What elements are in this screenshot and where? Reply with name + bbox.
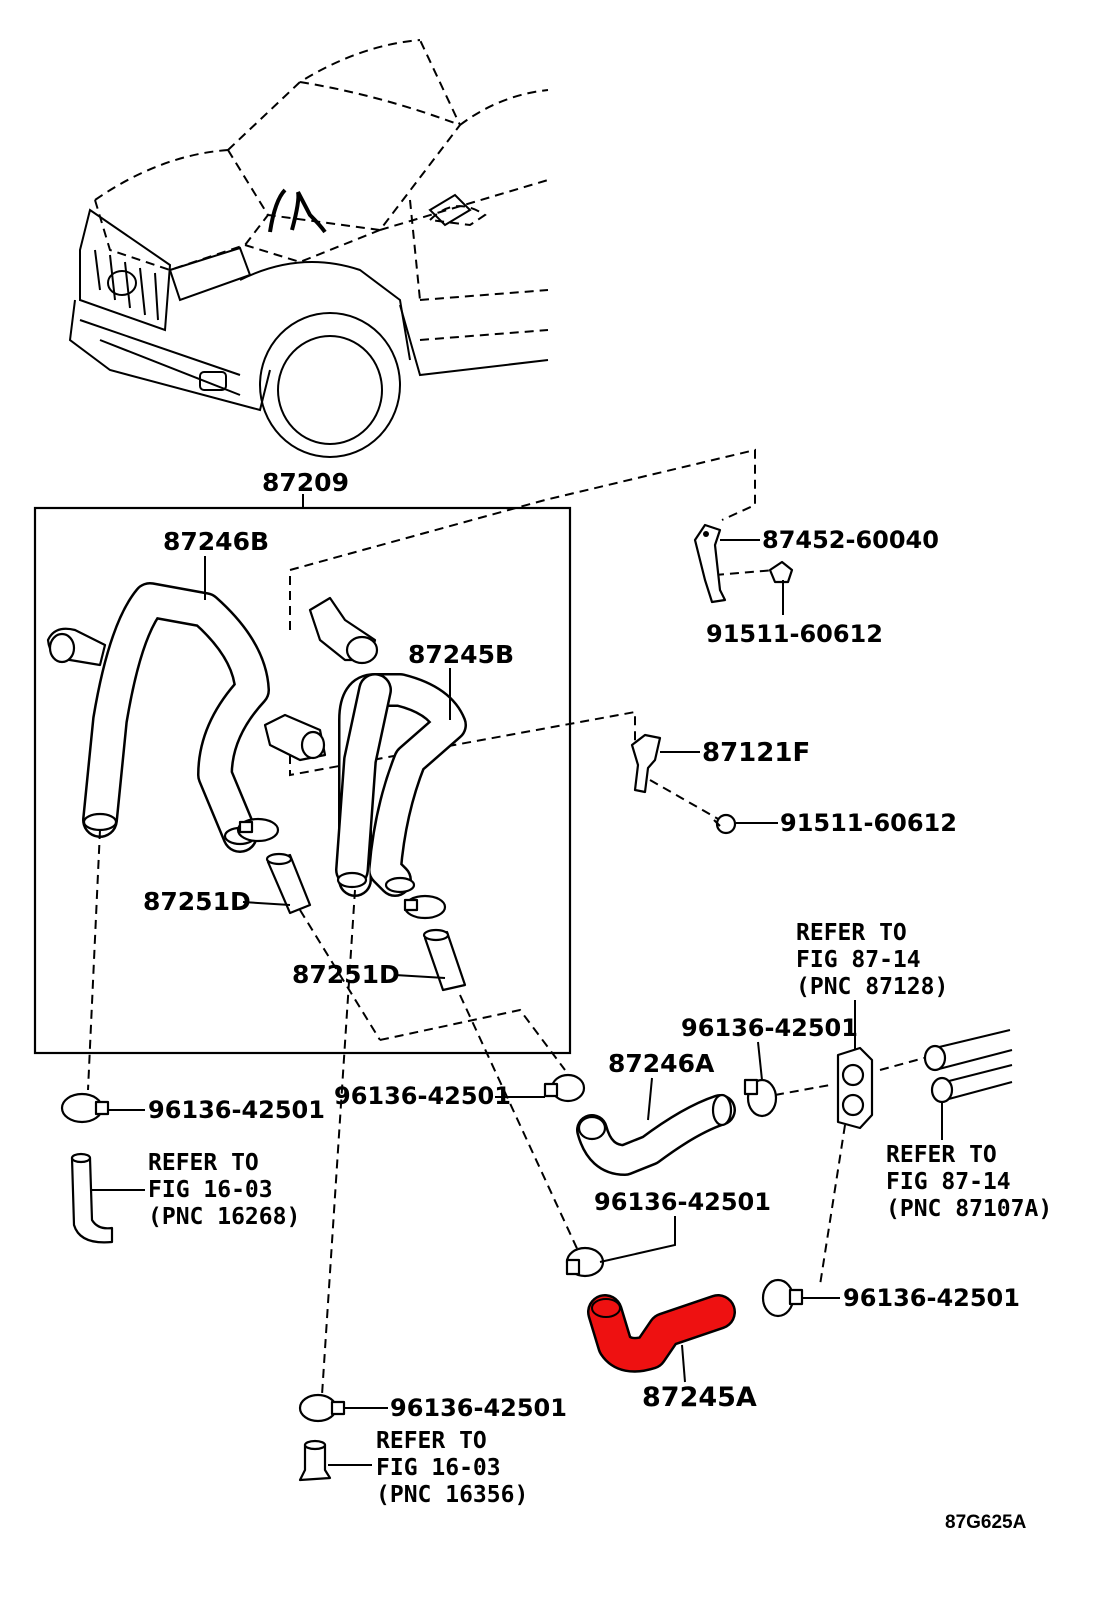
clamp-box-right-icon[interactable] xyxy=(403,894,447,920)
hose-87246b[interactable] xyxy=(82,582,270,853)
ref-87128-line2: FIG 87-14 xyxy=(796,947,921,973)
bolt-mid-label[interactable]: 91511-60612 xyxy=(780,809,957,837)
clip-middle-icon[interactable] xyxy=(263,713,327,762)
clamp-bottom-label[interactable]: 96136-42501 xyxy=(390,1394,567,1422)
heater-pipes-icon[interactable] xyxy=(923,1029,1013,1104)
clamp-box-left-icon[interactable] xyxy=(236,817,280,843)
clip-left-icon[interactable] xyxy=(46,627,107,667)
clamp-bottom-icon[interactable] xyxy=(298,1393,346,1423)
hose-87245b-label[interactable]: 87245B xyxy=(408,640,514,669)
ref-16268-line2: FIG 16-03 xyxy=(148,1177,273,1203)
reference-87107a[interactable]: REFER TO FIG 87-14 (PNC 87107A) xyxy=(886,1142,1052,1222)
assembly-label[interactable]: 87209 xyxy=(262,468,349,497)
clip-upper-center-icon[interactable] xyxy=(308,596,379,665)
hose-87245b[interactable] xyxy=(335,673,467,897)
ref-87128-line1: REFER TO xyxy=(796,920,907,946)
vehicle-illustration xyxy=(94,39,549,341)
pipe-87251d-left[interactable] xyxy=(265,852,312,915)
dotted-connection-lines xyxy=(87,829,581,1396)
reference-87128[interactable]: REFER TO FIG 87-14 (PNC 87128) xyxy=(796,920,948,1000)
ref-16268-line3: (PNC 16268) xyxy=(148,1204,300,1230)
hose-87246b-label[interactable]: 87246B xyxy=(163,527,269,556)
vehicle-outline xyxy=(68,188,549,458)
bolt-mid-icon[interactable] xyxy=(713,813,737,835)
assembly-87209-box xyxy=(33,506,572,1055)
bracket-87452-label[interactable]: 87452-60040 xyxy=(762,526,939,554)
clamp-lower-center-icon[interactable] xyxy=(565,1246,605,1278)
clamp-left-label[interactable]: 96136-42501 xyxy=(148,1096,325,1124)
bracket-87121f-icon[interactable] xyxy=(630,733,662,794)
clamp-top-right-icon[interactable] xyxy=(743,1078,778,1118)
ref-87107a-line3: (PNC 87107A) xyxy=(886,1196,1052,1222)
heater-connector-block-icon[interactable] xyxy=(836,1046,874,1130)
pipe-87251d-right[interactable] xyxy=(422,928,467,992)
bolt-top-icon[interactable] xyxy=(768,560,794,584)
ref-16356-line3: (PNC 16356) xyxy=(376,1482,528,1508)
diagram-code: 87G625A xyxy=(945,1512,1027,1533)
ref-87107a-line1: REFER TO xyxy=(886,1142,997,1168)
clamp-center-label[interactable]: 96136-42501 xyxy=(334,1082,511,1110)
bolt-top-label[interactable]: 91511-60612 xyxy=(706,620,883,648)
ref-87128-line3: (PNC 87128) xyxy=(796,974,948,1000)
clamp-top-right-label[interactable]: 96136-42501 xyxy=(681,1014,858,1042)
clamp-left-icon[interactable] xyxy=(60,1092,110,1124)
pipe-16356-icon[interactable] xyxy=(298,1439,332,1482)
clamp-lower-right-icon[interactable] xyxy=(761,1278,804,1318)
ref-87107a-line2: FIG 87-14 xyxy=(886,1169,1011,1195)
reference-16268[interactable]: REFER TO FIG 16-03 (PNC 16268) xyxy=(148,1150,300,1230)
reference-16356[interactable]: REFER TO FIG 16-03 (PNC 16356) xyxy=(376,1428,528,1508)
ref-16356-line2: FIG 16-03 xyxy=(376,1455,501,1481)
hose-87245a-highlighted[interactable] xyxy=(587,1294,736,1373)
pipe-87251d-left-label[interactable]: 87251D xyxy=(143,887,251,916)
hose-87246a[interactable] xyxy=(576,1093,736,1176)
clamp-lower-right-label[interactable]: 96136-42501 xyxy=(843,1284,1020,1312)
ref-16356-line1: REFER TO xyxy=(376,1428,487,1454)
ref-16268-line1: REFER TO xyxy=(148,1150,259,1176)
clamp-center-icon[interactable] xyxy=(543,1073,586,1103)
clamp-lower-center-label[interactable]: 96136-42501 xyxy=(594,1188,771,1216)
pipe-16268-icon[interactable] xyxy=(70,1152,114,1244)
hose-87246a-label[interactable]: 87246A xyxy=(608,1049,715,1078)
bracket-87452-icon[interactable] xyxy=(693,523,727,604)
bracket-87121f-label[interactable]: 87121F xyxy=(702,738,810,768)
hose-87245a-label[interactable]: 87245A xyxy=(642,1382,757,1413)
pipe-87251d-right-label[interactable]: 87251D xyxy=(292,960,400,989)
